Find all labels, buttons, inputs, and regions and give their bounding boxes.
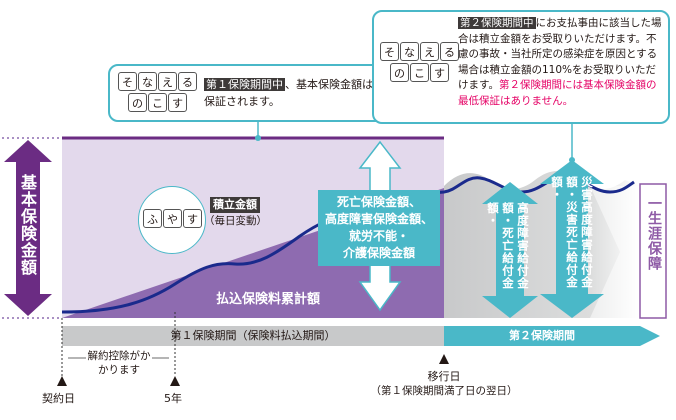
contract-day-label: 契約日 [42, 392, 75, 405]
benefit-arrow-1 [482, 182, 538, 318]
transition-sub-label: （第１保険期間満了日の翌日） [370, 385, 518, 397]
callout1-highlight: 第１保険期間中 [204, 78, 285, 91]
tag-char: こ [148, 93, 167, 112]
contract-marker [57, 376, 67, 386]
callout2-dot [569, 157, 575, 163]
death-benefit-box: 死亡保険金額、 高度障害保険金額、 就労不能・ 介護保険金額 [318, 190, 440, 266]
period2-bar [444, 326, 640, 346]
tag-char: な [138, 72, 157, 91]
death-benefit-line: 就労不能・ [348, 229, 409, 243]
lifetime-arrow [590, 186, 640, 318]
tag-char: す [430, 63, 449, 82]
tag-char: る [440, 42, 459, 61]
transition-marker [439, 354, 449, 364]
tag-char: の [390, 63, 409, 82]
callout2-text: 第２保険期間中にお支払事由に該当した場合は積立金額をお受取りいただけます。不慮の… [458, 16, 664, 109]
tag-char: そ [380, 42, 399, 61]
year5-label: 5年 [164, 392, 182, 405]
tag-char: な [400, 42, 419, 61]
tag-char: る [178, 72, 197, 91]
tag-char: え [420, 42, 439, 61]
benefit-arrow-2-label: 災害高度障害給付金額・災害死亡給付金額・ [550, 176, 594, 289]
fuyasu-sub: （毎日変動） [204, 215, 267, 227]
tag-char: や [163, 209, 182, 228]
tag-char: そ [118, 72, 137, 91]
callout-guarantee: そ な え る の こ す 第１保険期間中、基本保険金額は最低保証されます。 [108, 64, 404, 122]
callout1-dot [255, 135, 261, 141]
left-double-arrow [4, 140, 52, 316]
deduction-label: 解約控除がかかります [86, 349, 152, 377]
callout-period2: そ な え る の こ す 第２保険期間中にお支払事由に該当した場合は積立金額を… [372, 10, 670, 124]
premium-label: 払込保険料累計額 [216, 292, 321, 307]
period1-label: 第１保険期間（保険料払込期間） [170, 329, 336, 342]
period1-bar [62, 326, 444, 346]
fuyasu-circle: ふ や す [138, 186, 206, 254]
death-benefit-line: 高度障害保険金額、 [324, 212, 433, 226]
tag-char: え [158, 72, 177, 91]
transition-label: 移行日 [427, 370, 461, 383]
tag-char: の [128, 93, 147, 112]
tag-char: ふ [143, 209, 162, 228]
callout2-body: にお支払事由に該当した場合は積立金額をお受取りいただけます。不慮の事故・当社所定… [458, 17, 662, 91]
period2-bar-arrow [640, 326, 660, 346]
period2-label: 第２保険期間 [509, 329, 575, 342]
basic-sum-label: 基本保険金額 [18, 174, 37, 276]
death-benefit-line: 死亡保険金額、 [336, 195, 421, 209]
fuyasu-title: 積立金額 [210, 197, 260, 213]
tag-char: す [168, 93, 187, 112]
callout2-highlight: 第２保険期間中 [458, 17, 536, 29]
callout2-warning: 第２保険期間には基本保険金額の最低保証はありません。 [458, 79, 657, 107]
period2-area [444, 171, 640, 318]
lifetime-label-box [639, 183, 667, 319]
callout1-text: 第１保険期間中、基本保険金額は最低保証されます。 [204, 76, 398, 110]
callout1-body: 、基本保険金額は最低保証されます。 [204, 78, 395, 108]
benefit-arrow-2 [540, 160, 604, 318]
year5-marker [170, 376, 180, 386]
tag-char: す [183, 209, 202, 228]
death-benefit-line: 介護保険金額 [342, 246, 415, 260]
tag-char: こ [410, 63, 429, 82]
benefit-arrow-1-label: 高度障害給付金額・死亡給付金額・ [486, 202, 530, 290]
lifetime-label: 一生涯保障 [646, 196, 662, 271]
